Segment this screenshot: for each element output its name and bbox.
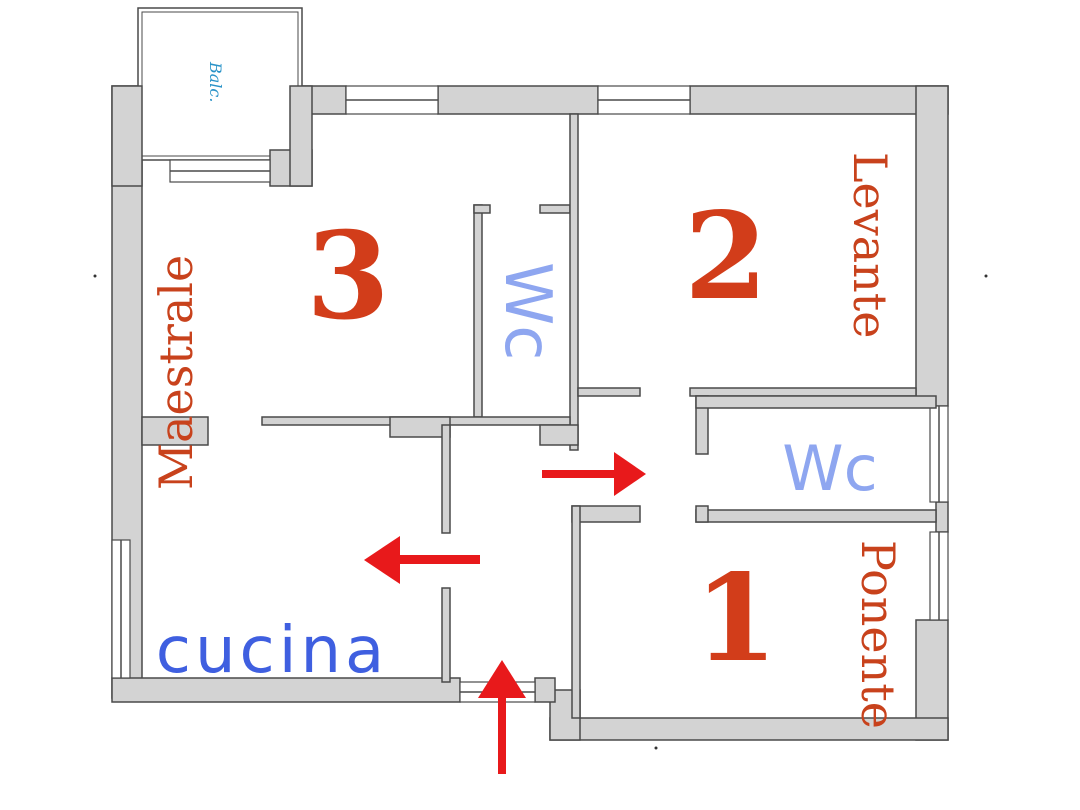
outer-walls (111, 85, 949, 741)
margin-dot (984, 274, 988, 278)
room-2-number: 2 (684, 186, 768, 327)
room-3-number: 3 (306, 206, 390, 347)
room-3-name: Maestrale (149, 255, 203, 490)
bathroom-right-label: Wc (782, 432, 877, 505)
interior-walls (141, 113, 937, 719)
margin-dot (93, 274, 97, 278)
balcony-label: Balc. (206, 61, 225, 102)
room-1-name: Ponente (851, 540, 905, 729)
margin-dot (654, 746, 658, 750)
bathroom-upper-label: Wc (490, 262, 564, 360)
room-1-number: 1 (694, 548, 778, 689)
arrow-entrance-up-icon (478, 660, 526, 774)
windows (111, 85, 949, 703)
arrow-right-icon (542, 452, 646, 496)
kitchen-label: cucina (156, 614, 389, 688)
room-2-name: Levante (843, 152, 897, 339)
balcony: Balc. (111, 7, 313, 187)
arrow-left-icon (364, 536, 480, 584)
